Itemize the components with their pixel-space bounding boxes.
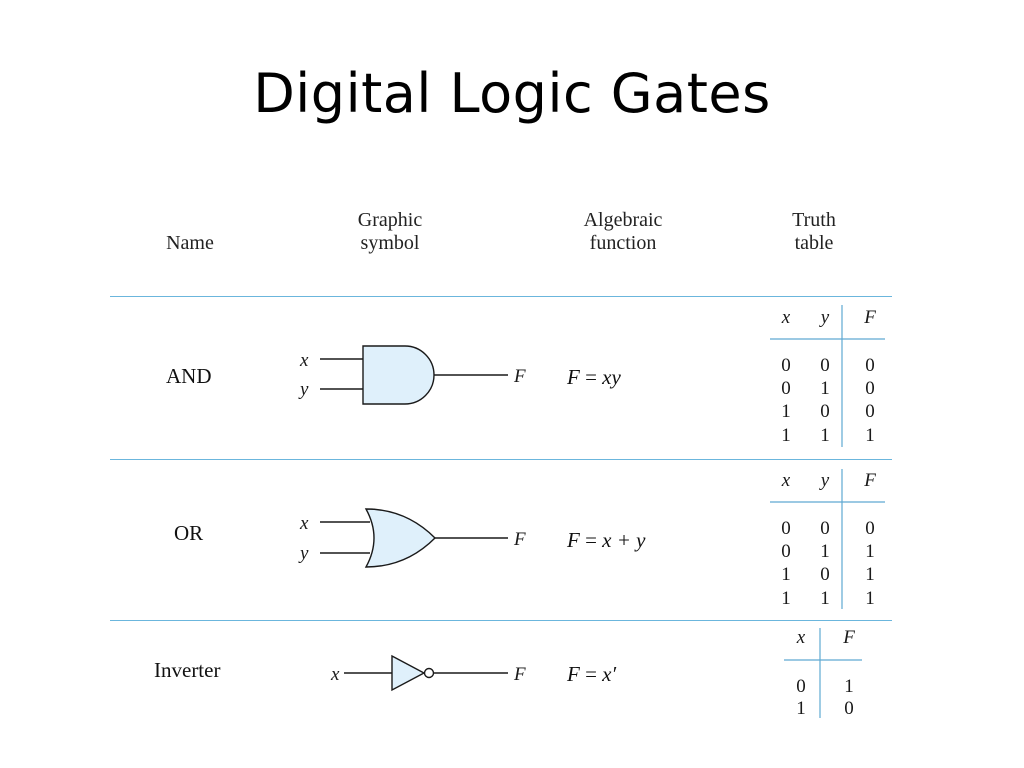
function-inverter: F = x′ [567,662,616,687]
inverter-symbol [344,654,508,692]
truth-0-cell-2-2: 0 [865,401,875,422]
truth-1-cell-0-2: 0 [865,518,875,539]
truth-0-cell-2-0: 1 [781,401,791,422]
header-name-label: Name [166,232,214,254]
truth-1-header-0: x [781,470,791,491]
gate-name-inverter: Inverter [154,658,221,682]
truth-2-cell-1-0: 1 [796,698,806,719]
truth-1-cell-3-1: 1 [820,588,830,609]
truth-1-header-1: y [819,470,830,491]
truth-0-cell-0-0: 0 [781,355,791,376]
or-output-f: F [513,529,526,550]
header-function-line1: Algebraic [583,209,663,231]
truth-0-cell-1-1: 1 [820,378,830,399]
truth-0-header-0: x [781,307,791,328]
function-inverter-eq: = [579,662,603,686]
row-divider-top [110,296,892,297]
truth-0-cell-1-0: 0 [781,378,791,399]
truth-0-cell-3-1: 1 [820,425,830,446]
truth-2-header-1: F [842,627,855,648]
truth-0-cell-3-2: 1 [865,425,875,446]
inverter-output-f: F [513,664,526,685]
function-or-eq: = [579,528,603,552]
or-input-x: x [299,513,309,534]
function-inverter-lhs: F [567,662,580,686]
inverter-input-x: x [330,664,340,685]
function-or: F = x + y [567,528,645,553]
function-and-rhs: xy [602,365,621,389]
function-and-lhs: F [567,365,580,389]
truth-1-cell-1-2: 1 [865,541,875,562]
header-name: Name [150,232,230,255]
truth-1-cell-2-1: 0 [820,564,830,585]
and-output-f: F [513,366,526,387]
gate-name-and: AND [166,364,212,388]
row-divider-or-inverter [110,620,892,621]
and-input-y: y [298,379,309,400]
header-function-line2: function [589,232,657,254]
truth-0-cell-1-2: 0 [865,378,875,399]
gate-name-or: OR [174,521,204,545]
header-truth-line2: table [794,232,834,254]
function-and: F = xy [567,365,621,390]
truth-1-cell-0-1: 0 [820,518,830,539]
function-inverter-rhs: x′ [602,662,617,686]
truth-1-cell-0-0: 0 [781,518,791,539]
truth-1-cell-1-1: 1 [820,541,830,562]
or-input-y: y [298,543,309,564]
truth-1-cell-2-2: 1 [865,564,875,585]
truth-0-cell-3-0: 1 [781,425,791,446]
header-graphic-symbol: Graphic symbol [330,209,450,255]
function-or-rhs: x + y [602,528,646,552]
row-divider-and-or [110,459,892,460]
function-or-lhs: F [567,528,580,552]
header-algebraic-function: Algebraic function [560,209,686,255]
header-symbol-line2: symbol [360,232,420,254]
function-and-eq: = [579,365,603,389]
or-gate-symbol [320,508,508,568]
truth-1-cell-3-0: 1 [781,588,791,609]
truth-2-cell-0-1: 1 [844,676,854,697]
truth-2-header-0: x [796,627,806,648]
truth-0-header-1: y [819,307,830,328]
header-truth-table: Truth table [764,209,864,255]
header-symbol-line1: Graphic [357,209,423,231]
truth-1-cell-1-0: 0 [781,541,791,562]
truth-1-header-2: F [863,470,876,491]
truth-0-cell-0-2: 0 [865,355,875,376]
slide-title: Digital Logic Gates [253,62,771,125]
truth-1-cell-2-0: 1 [781,564,791,585]
truth-1-cell-3-2: 1 [865,588,875,609]
and-input-x: x [299,350,309,371]
truth-0-header-2: F [863,307,876,328]
header-truth-line1: Truth [792,209,836,231]
truth-0-cell-2-1: 0 [820,401,830,422]
and-gate-symbol [320,345,508,405]
truth-2-cell-0-0: 0 [796,676,806,697]
truth-0-cell-0-1: 0 [820,355,830,376]
truth-2-cell-1-1: 0 [844,698,854,719]
